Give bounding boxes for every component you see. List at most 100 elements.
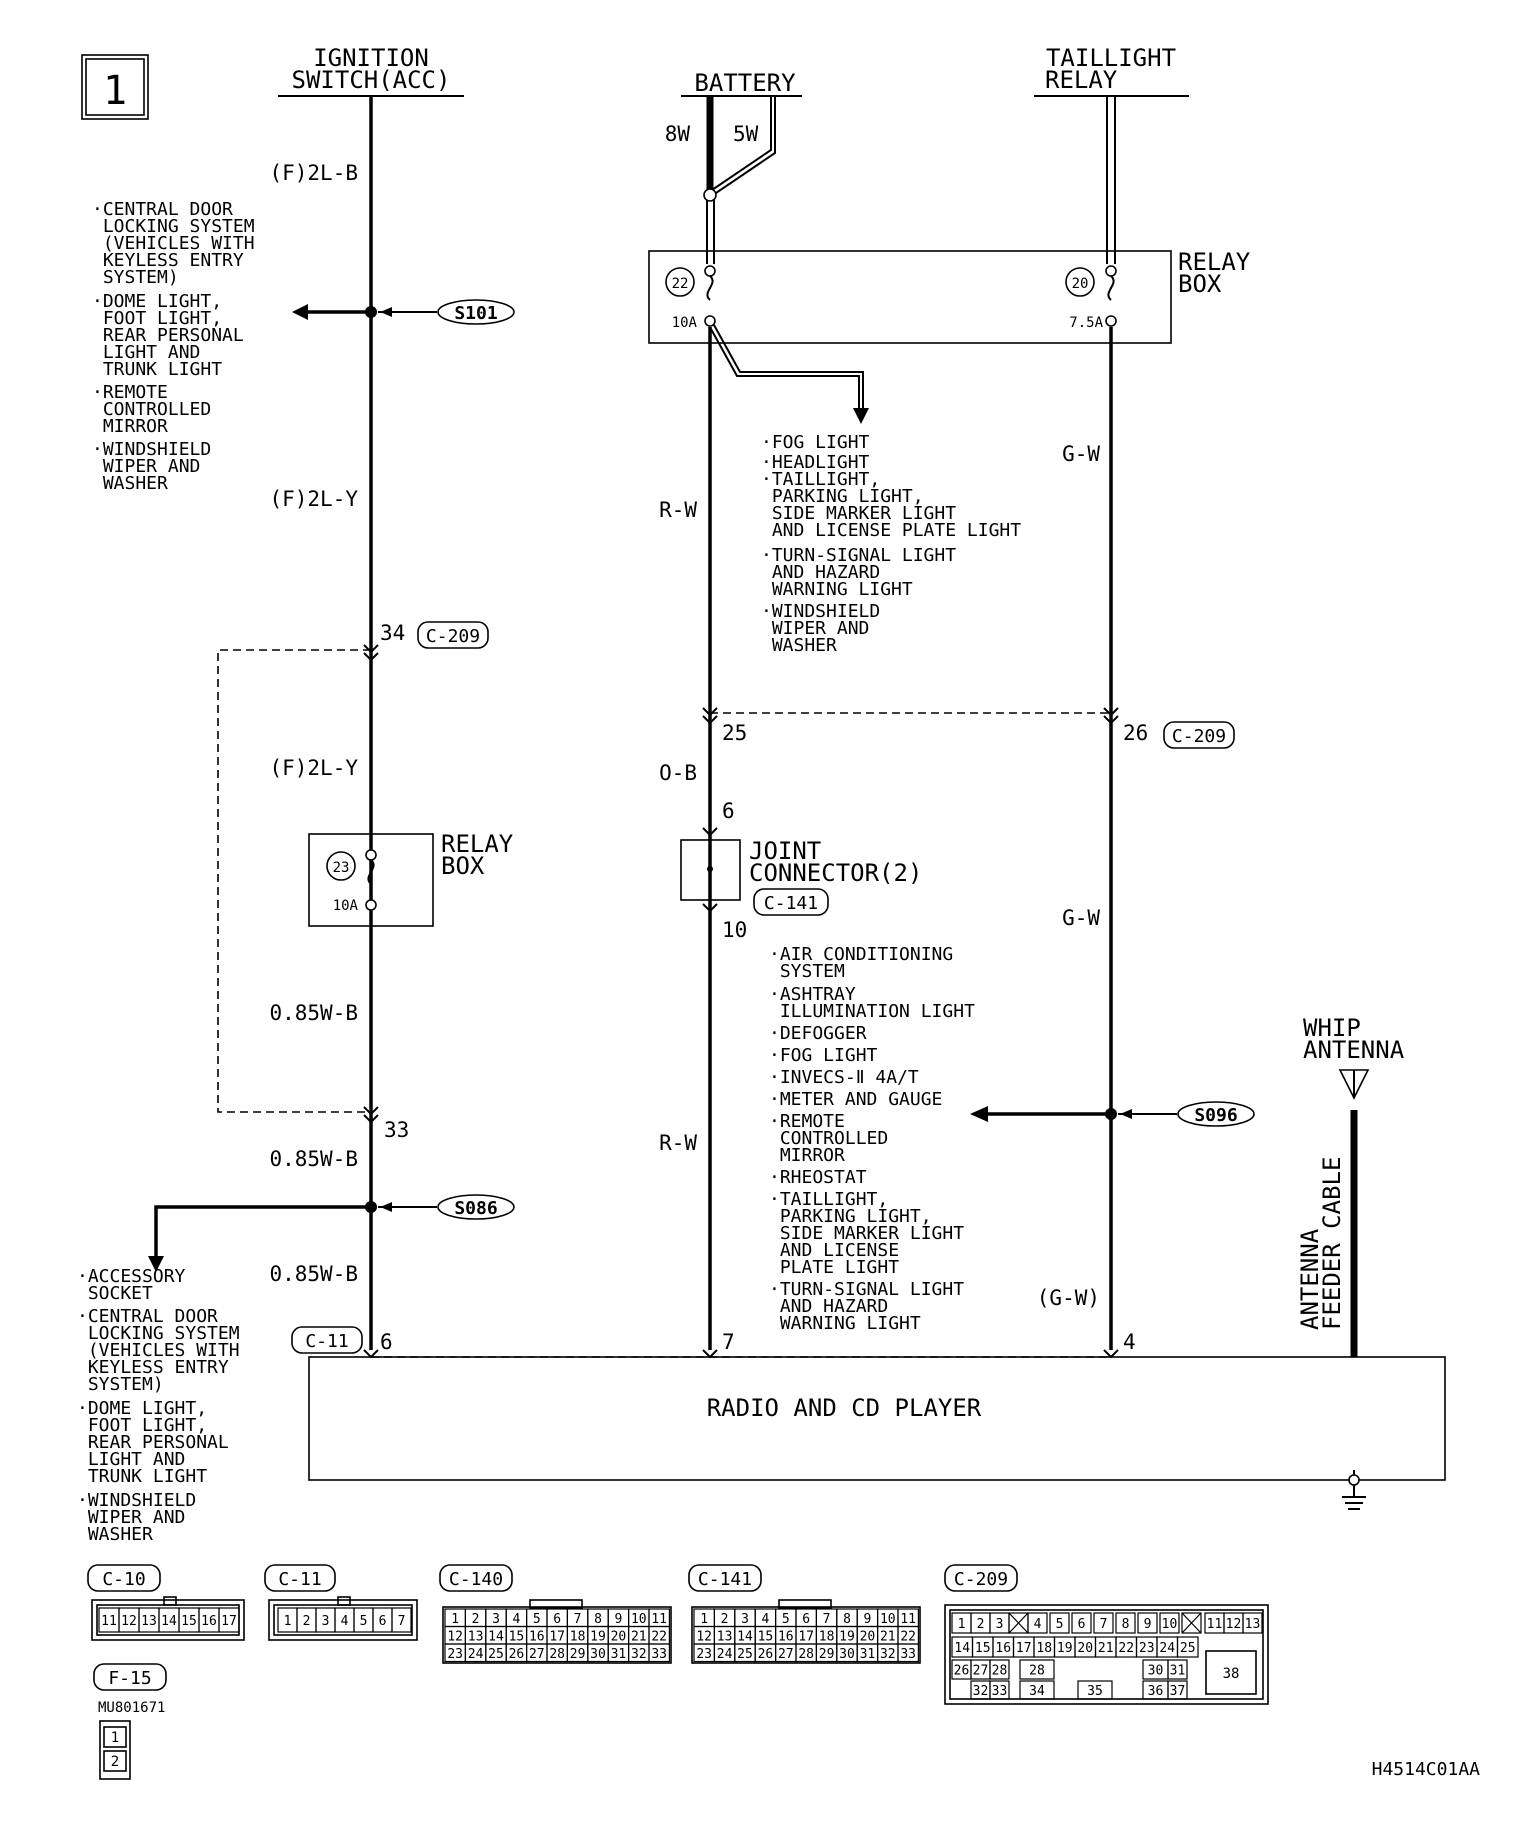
connector-pin-label: 34 [1029, 1684, 1045, 1699]
connector-pin-label: 35 [1087, 1684, 1103, 1699]
connector-pin-label: 14 [488, 1629, 504, 1644]
connector-pin-label: 25 [1180, 1641, 1196, 1656]
svg-text:·WINDSHIELD WIPER AND WASHER: ·WINDSHIELD WIPER AND WASHER [92, 439, 211, 494]
svg-text:C-209: C-209 [1172, 726, 1226, 747]
connector-pin [648, 1643, 670, 1663]
connector-pin-label: 9 [863, 1612, 871, 1627]
svg-text:JOINT: JOINT [749, 837, 821, 865]
connector-pin-label: 24 [468, 1647, 484, 1662]
svg-text:C-10: C-10 [102, 1569, 145, 1590]
connector-pin-label: 15 [758, 1629, 774, 1644]
connector-pin-label: 14 [737, 1629, 753, 1644]
svg-text:20: 20 [1072, 276, 1089, 292]
svg-text:ANTENNA: ANTENNA [1303, 1036, 1405, 1064]
svg-text:22: 22 [672, 276, 689, 292]
connector-pin-label: 25 [488, 1647, 504, 1662]
connector-pin-label: 22 [1118, 1641, 1134, 1656]
ground-icon [1342, 1470, 1366, 1510]
connector-pin [1115, 1612, 1136, 1634]
svg-text:10A: 10A [672, 315, 698, 331]
connector-pin-label: 26 [954, 1664, 970, 1679]
connector-pin-label: 18 [570, 1629, 586, 1644]
connector-pin-label: 1 [451, 1612, 459, 1627]
connector-pin-label: 10 [880, 1612, 896, 1627]
connector-pin-label: 10 [1162, 1617, 1178, 1632]
connector-pin-label: 11 [1207, 1617, 1223, 1632]
connector-pin-label: 23 [447, 1647, 463, 1662]
connector-pin [1167, 1659, 1188, 1680]
connector-pin-label: 17 [798, 1629, 814, 1644]
connector-pin [989, 1659, 1010, 1680]
connector-pin-label: 29 [819, 1647, 835, 1662]
wire-label-8w: 8W [665, 122, 691, 146]
connector-pin-label: 2 [721, 1612, 729, 1627]
joint-connector: JOINT CONNECTOR(2) C-141 10 [680, 827, 922, 942]
splice-s096: S096 [970, 1101, 1255, 1127]
connector-pin-label: 5 [1056, 1617, 1064, 1632]
connector-pin-label: 8 [1122, 1617, 1130, 1632]
connector-pin [1019, 1659, 1055, 1680]
connector-pin-label: 1 [700, 1612, 708, 1627]
connector-pin-label: 2 [977, 1617, 985, 1632]
svg-text:23: 23 [333, 860, 350, 876]
connector-pin-label: 14 [954, 1641, 970, 1656]
svg-text:FEEDER CABLE: FEEDER CABLE [1318, 1157, 1346, 1330]
connector-pin-label: 32 [880, 1647, 896, 1662]
connector-pin-label: 18 [1036, 1641, 1052, 1656]
connector-pin-label: 24 [717, 1647, 733, 1662]
connector-pin [218, 1607, 240, 1633]
svg-text:CONNECTOR(2): CONNECTOR(2) [749, 859, 922, 887]
connector-pin-label: 16 [995, 1641, 1011, 1656]
connector-pin-label: 6 [1078, 1617, 1086, 1632]
wire-label-ob: O-B [659, 761, 697, 785]
connector-pin-label: 4 [761, 1612, 769, 1627]
connector-pin-label: 28 [549, 1647, 565, 1662]
connector-pin-label: 20 [1077, 1641, 1093, 1656]
connector-pin-label: 14 [161, 1614, 177, 1629]
connector-pin-label: 13 [141, 1614, 157, 1629]
connector-pin-label: 37 [1170, 1684, 1186, 1699]
connector-pin-label: 4 [512, 1612, 520, 1627]
connector-pin [391, 1607, 412, 1633]
svg-text:·AIR CONDITIONING SYSTEM·ASHTR: ·AIR CONDITIONING SYSTEM·ASHTRAY ILLUMIN… [769, 944, 975, 1334]
wire-label-2ly-upper: (F)2L-Y [269, 487, 358, 511]
pin33-label: 33 [384, 1118, 409, 1142]
connector-pin-label: 23 [1139, 1641, 1155, 1656]
svg-text:C-11: C-11 [278, 1569, 321, 1590]
connector-pin-label: 26 [758, 1647, 774, 1662]
connector-pin-label: 18 [819, 1629, 835, 1644]
connector-pin-label: 33 [651, 1647, 667, 1662]
connector-pin-label: 3 [741, 1612, 749, 1627]
connector-pin-label: 27 [973, 1664, 989, 1679]
connector-pin-label: 3 [492, 1612, 500, 1627]
connector-pin-label: 28 [992, 1664, 1008, 1679]
radio-cd-player-box: RADIO AND CD PLAYER [308, 1356, 1446, 1481]
connector-pin-label: 15 [509, 1629, 525, 1644]
connector-pin-label: 36 [1148, 1684, 1164, 1699]
connector-pin-label: 11 [651, 1612, 667, 1627]
pin34-label: 34 [380, 621, 405, 645]
wire-label-085wb-2: 0.85W-B [269, 1147, 358, 1171]
connector-pin-label: 20 [860, 1629, 876, 1644]
connector-pin-label: 26 [509, 1647, 525, 1662]
connector-pin-label: 12 [1226, 1617, 1242, 1632]
svg-text:·WINDSHIELD WIPER AND WASHER: ·WINDSHIELD WIPER AND WASHER [761, 601, 880, 656]
connector-pin [1093, 1612, 1114, 1634]
connector-pin [1077, 1680, 1113, 1700]
wire-label-gw-upper: G-W [1062, 442, 1100, 466]
wire-label-085wb-3: 0.85W-B [269, 1262, 358, 1286]
svg-text:BOX: BOX [1178, 270, 1222, 298]
relay-box-fuse23: 23 10A RELAY BOX [308, 830, 514, 927]
connector-pin-label: 17 [1016, 1641, 1032, 1656]
connector-pin-label: 9 [614, 1612, 622, 1627]
svg-text:BATTERY: BATTERY [694, 69, 796, 97]
fuse22-destination-list: ·FOG LIGHT·HEADLIGHT·TAILLIGHT, PARKING … [761, 432, 1021, 656]
connector-pin-label: 5 [360, 1614, 368, 1629]
wire-label-gw-mid: G-W [1062, 906, 1100, 930]
connector-pin-label: 11 [101, 1614, 117, 1629]
connector-pin-label: 7 [823, 1612, 831, 1627]
